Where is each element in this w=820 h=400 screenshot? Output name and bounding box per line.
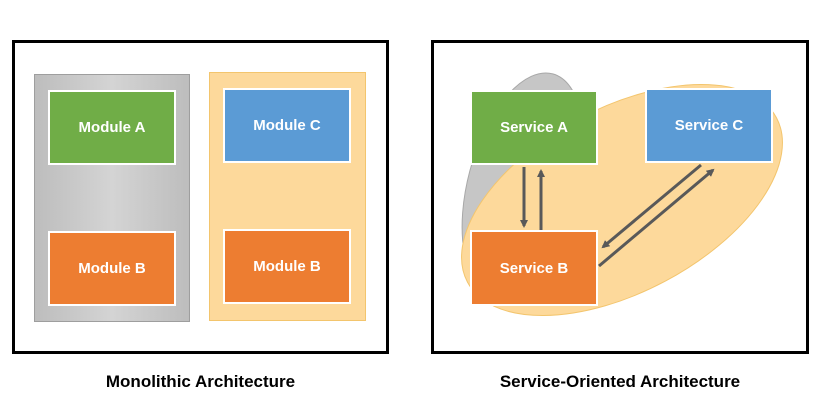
module-a-box: Module A — [48, 90, 176, 165]
monolithic-caption: Monolithic Architecture — [105, 372, 296, 391]
service-c-label: Service C — [674, 117, 744, 134]
module-c-label: Module C — [253, 117, 321, 134]
module-c-box: Module C — [223, 88, 351, 163]
service-c-box: Service C — [645, 88, 773, 163]
module-a-label: Module A — [78, 119, 146, 136]
service-a-box: Service A — [470, 90, 598, 165]
service-b-box: Service B — [470, 230, 598, 306]
arrow-service-b-to-c — [598, 168, 715, 268]
service-b-label: Service B — [499, 259, 569, 277]
arrow-service-c-to-b — [601, 163, 702, 249]
service-oriented-caption: Service-Oriented Architecture — [499, 372, 741, 391]
module-b-box: Module B — [48, 231, 176, 306]
service-a-label: Service A — [500, 119, 568, 136]
module-b-duplicate-box: Module B — [223, 229, 351, 304]
module-b-duplicate-label: Module B — [253, 258, 321, 275]
module-b-label: Module B — [78, 260, 146, 277]
